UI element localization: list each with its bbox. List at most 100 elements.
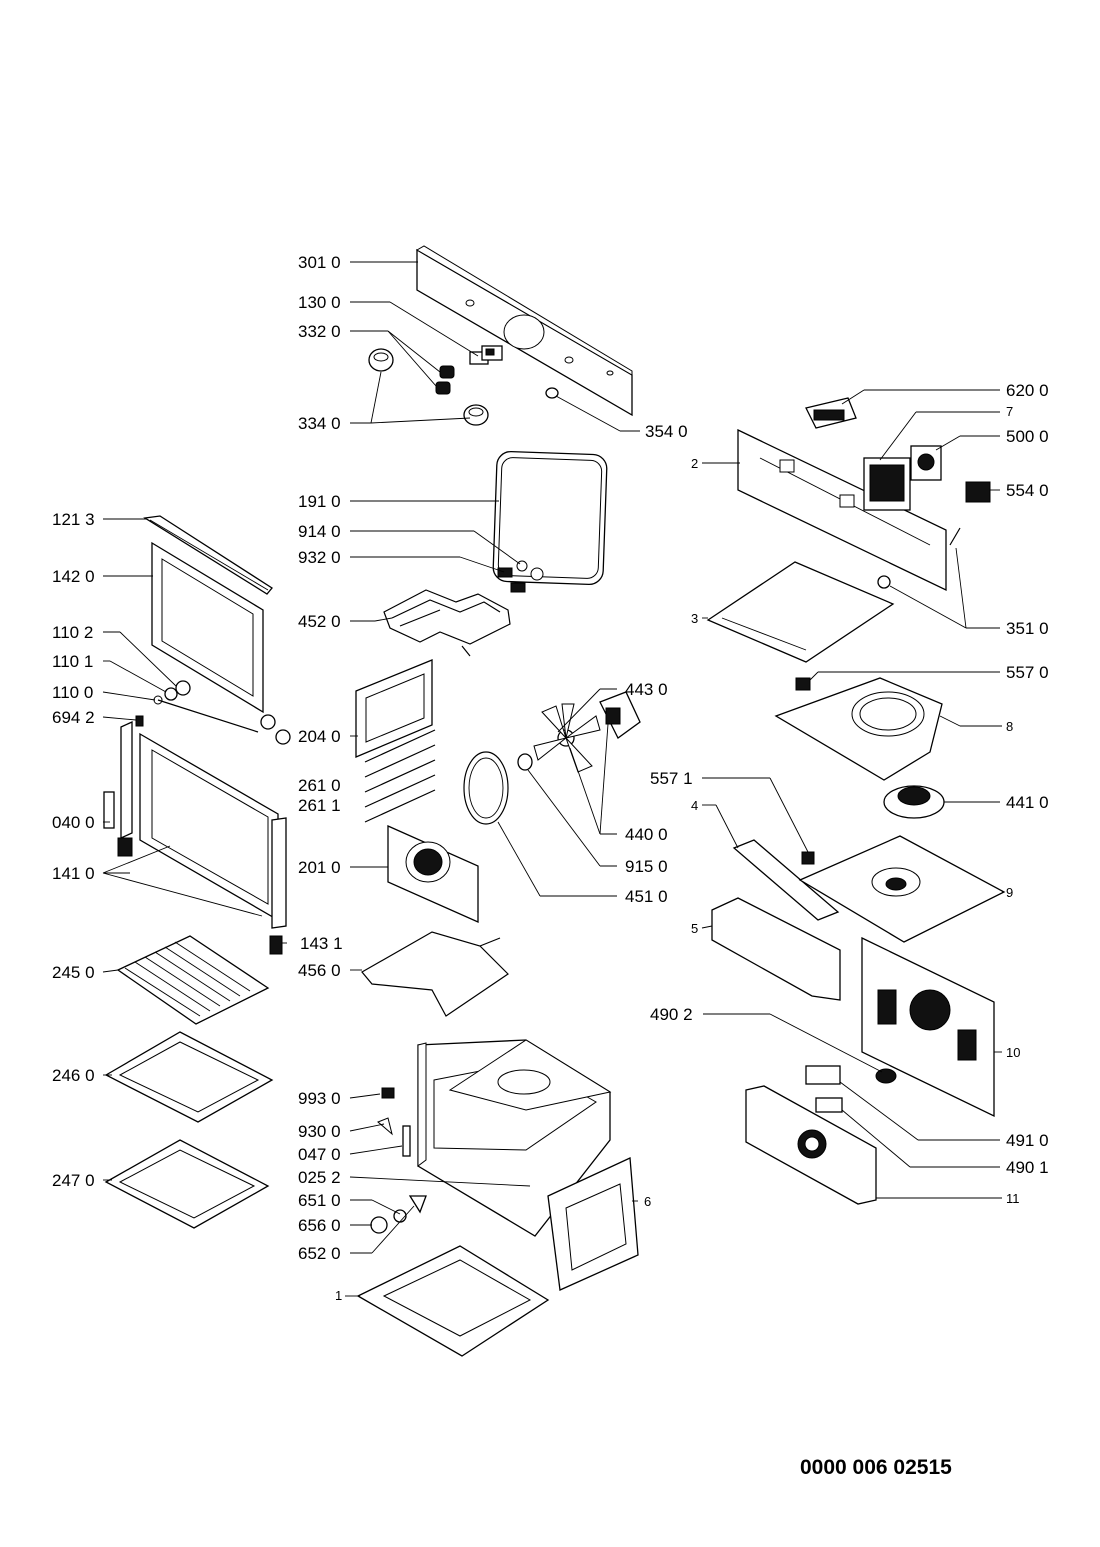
label-2: 2 <box>691 456 698 471</box>
label-9: 9 <box>1006 885 1013 900</box>
control-panel-301 <box>415 245 633 417</box>
label-047-0: 047 0 <box>298 1145 341 1164</box>
back-panel-10 <box>861 936 995 1118</box>
label-246-0: 246 0 <box>52 1066 95 1085</box>
switch-557-1 <box>801 851 815 865</box>
door-frame-141 <box>120 720 287 929</box>
knobs-334 <box>368 348 489 426</box>
label-441-0: 441 0 <box>1006 793 1049 812</box>
label-915-0: 915 0 <box>625 857 668 876</box>
label-656-0: 656 0 <box>298 1216 341 1235</box>
module-620 <box>805 397 857 429</box>
label-500-0: 500 0 <box>1006 427 1049 446</box>
label-3: 3 <box>691 611 698 626</box>
label-247-0: 247 0 <box>52 1171 95 1190</box>
label-354-0: 354 0 <box>645 422 688 441</box>
label-443-0: 443 0 <box>625 680 668 699</box>
plate-9 <box>798 835 1006 943</box>
label-993-0: 993 0 <box>298 1089 341 1108</box>
leader-lines <box>102 261 1004 1297</box>
label-141-0: 141 0 <box>52 864 95 883</box>
strip-4 <box>732 839 840 921</box>
part-labels: 301 0 130 0 332 0 334 0 354 0 191 0 914 … <box>52 253 1049 1303</box>
bracket-143 <box>269 935 283 955</box>
label-142-0: 142 0 <box>52 567 95 586</box>
label-301-0: 301 0 <box>298 253 341 272</box>
label-025-2: 025 2 <box>298 1168 341 1187</box>
fan-motor-443 <box>599 691 641 739</box>
plate-3 <box>706 561 895 663</box>
label-490-2: 490 2 <box>650 1005 693 1024</box>
wire-rack-245 <box>116 935 270 1025</box>
grill-element-452 <box>383 589 511 657</box>
label-557-1: 557 1 <box>650 769 693 788</box>
label-143-1: 143 1 <box>300 934 343 953</box>
part-490-1 <box>815 1097 843 1113</box>
label-451-0: 451 0 <box>625 887 668 906</box>
label-110-2: 110 2 <box>52 623 93 642</box>
label-261-1: 261 1 <box>298 796 341 815</box>
back-plate-204 <box>355 659 433 758</box>
side-racks-261 <box>364 729 436 823</box>
label-351-0: 351 0 <box>1006 619 1049 638</box>
label-261-0: 261 0 <box>298 776 341 795</box>
label-932-0: 932 0 <box>298 548 341 567</box>
label-8: 8 <box>1006 719 1013 734</box>
label-204-0: 204 0 <box>298 727 341 746</box>
label-110-0: 110 0 <box>52 683 93 702</box>
label-11: 11 <box>1006 1191 1020 1206</box>
label-245-0: 245 0 <box>52 963 95 982</box>
label-491-0: 491 0 <box>1006 1131 1049 1150</box>
part-490-2 <box>875 1068 897 1084</box>
bracket-2 <box>737 428 947 592</box>
label-130-0: 130 0 <box>298 293 341 312</box>
label-930-0: 930 0 <box>298 1122 341 1141</box>
label-914-0: 914 0 <box>298 522 341 541</box>
label-334-0: 334 0 <box>298 414 341 433</box>
label-651-0: 651 0 <box>298 1191 341 1210</box>
switch-554 <box>965 481 991 503</box>
hinge-694 <box>135 715 144 727</box>
bottom-plate-1 <box>356 1245 550 1357</box>
label-191-0: 191 0 <box>298 492 341 511</box>
label-1: 1 <box>335 1288 342 1303</box>
door-hinge-parts-110 <box>153 680 291 745</box>
label-201-0: 201 0 <box>298 858 341 877</box>
label-456-0: 456 0 <box>298 961 341 980</box>
terminal-491 <box>805 1065 841 1085</box>
small-parts-993-930-047 <box>377 1087 411 1157</box>
label-452-0: 452 0 <box>298 612 341 631</box>
label-332-0: 332 0 <box>298 322 341 341</box>
label-121-3: 121 3 <box>52 510 95 529</box>
fan-blade-440 <box>533 703 601 773</box>
bottom-element-456 <box>361 931 509 1017</box>
oven-cavity-025 <box>417 1039 612 1237</box>
label-557-0: 557 0 <box>1006 663 1049 682</box>
door-top-strip-121 <box>143 515 273 595</box>
label-490-1: 490 1 <box>1006 1158 1049 1177</box>
door-glass-142 <box>151 541 264 714</box>
label-554-0: 554 0 <box>1006 481 1049 500</box>
label-10: 10 <box>1006 1045 1020 1060</box>
rear-plate-11 <box>745 1085 877 1205</box>
document-number: 0000 006 02515 <box>800 1456 952 1479</box>
hinge-040 <box>103 791 133 857</box>
label-7: 7 <box>1006 404 1013 419</box>
label-4: 4 <box>691 798 698 813</box>
knob-parts-651-656-652 <box>370 1195 427 1234</box>
label-620-0: 620 0 <box>1006 381 1049 400</box>
label-6: 6 <box>644 1194 651 1209</box>
label-652-0: 652 0 <box>298 1244 341 1263</box>
label-694-2: 694 2 <box>52 708 95 727</box>
cooling-fan-441 <box>883 785 945 819</box>
lamp-354 <box>545 387 559 399</box>
circular-element-451 <box>463 751 509 825</box>
fan-cover-201 <box>387 824 479 924</box>
lamp-parts-914-932 <box>497 560 544 593</box>
label-110-1: 110 1 <box>52 652 93 671</box>
label-040-0: 040 0 <box>52 813 95 832</box>
baking-tray-247 <box>104 1139 270 1229</box>
baking-tray-246 <box>104 1031 274 1123</box>
fan-housing-8 <box>774 677 943 781</box>
